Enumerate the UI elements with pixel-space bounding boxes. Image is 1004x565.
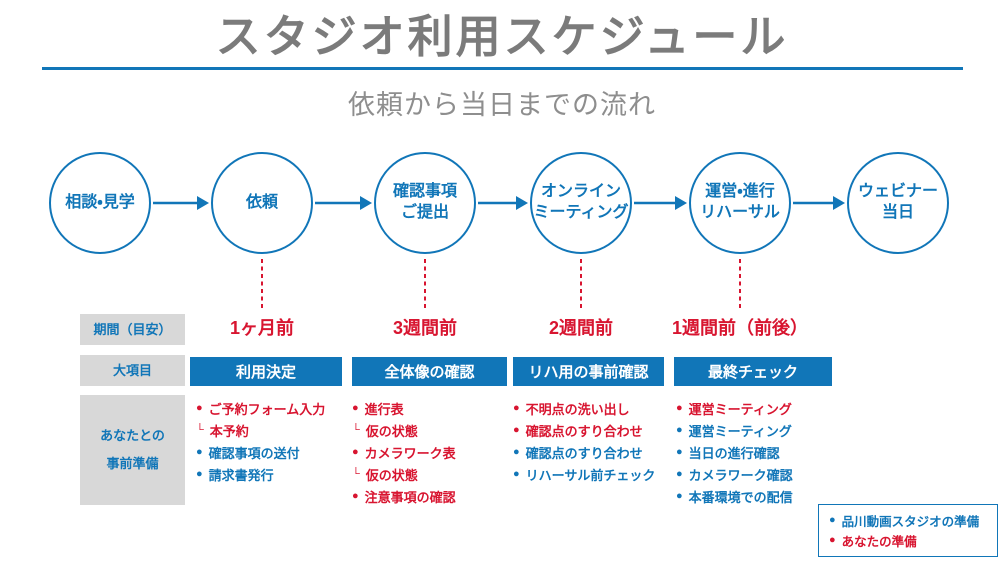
prep-item-text: ご予約フォーム入力 bbox=[208, 401, 326, 417]
flow-arrow-3 bbox=[478, 196, 528, 210]
prep-item-text: 仮の状態 bbox=[365, 467, 418, 483]
prep-item-text: 運営ミーティング bbox=[688, 423, 792, 439]
flow-step-label: 運営・進行 リハーサル bbox=[700, 183, 780, 221]
bullet-icon: ● bbox=[676, 467, 683, 480]
prep-sub-item: └ 仮の状態 bbox=[352, 466, 456, 483]
column-header-final-check: 最終チェック bbox=[674, 357, 832, 386]
prep-item-text: 確認点のすり合わせ bbox=[525, 423, 643, 439]
prep-item-list-4: ● 運営ミーティング ● 運営ミーティング ● 当日の進行確認 ● カメラワーク確認 ●… bbox=[676, 400, 793, 510]
prep-item: ● 進行表 bbox=[352, 400, 456, 417]
prep-item-text: カメラワーク表 bbox=[364, 445, 456, 461]
timeline-label-1week: 1週間前（前後） bbox=[671, 318, 809, 338]
prep-item: ● 運営ミーティング bbox=[676, 400, 793, 417]
bullet-icon: ● bbox=[829, 534, 836, 546]
prep-item-text: 当日の進行確認 bbox=[688, 445, 780, 461]
bullet-icon: ● bbox=[513, 445, 520, 458]
flow-step-request: 依頼 bbox=[211, 152, 313, 254]
flow-arrow-1 bbox=[153, 196, 209, 210]
prep-item: ● 本番環境での配信 bbox=[676, 488, 793, 505]
timeline-label-2weeks: 2週間前 bbox=[548, 318, 614, 338]
prep-item-text: 確認点のすり合わせ bbox=[525, 445, 643, 461]
legend-item-studio: ● 品川動画スタジオの準備 bbox=[829, 512, 997, 530]
bullet-icon: ● bbox=[196, 467, 203, 480]
legend-item-text: 品川動画スタジオの準備 bbox=[841, 515, 980, 529]
bullet-icon: ● bbox=[676, 401, 683, 414]
prep-item: ● 運営ミーティング bbox=[676, 422, 793, 439]
prep-item-list-1: ● ご予約フォーム入力 └ 本予約 ● 確認事項の送付 ● 請求書発行 bbox=[196, 400, 325, 488]
column-header-rehearsal-precheck: リハ用の事前確認 bbox=[513, 357, 664, 386]
prep-item-text: 進行表 bbox=[364, 401, 404, 417]
prep-item: ● 不明点の洗い出し bbox=[513, 400, 655, 417]
row-label-your-preparation: あなたとの 事前準備 bbox=[80, 395, 185, 505]
flow-step-consultation: 相談・見学 bbox=[49, 152, 151, 254]
prep-item: ● リハーサル前チェック bbox=[513, 466, 656, 483]
flow-step-online-meeting: オンライン ミーティング bbox=[530, 152, 632, 254]
bullet-icon: ● bbox=[196, 401, 203, 414]
bullet-icon: ● bbox=[196, 445, 203, 458]
bullet-icon: ● bbox=[829, 514, 836, 526]
flow-step-label: 依頼 bbox=[245, 193, 278, 211]
bullet-icon: ● bbox=[352, 401, 359, 414]
legend-item-you: ● あなたの準備 bbox=[829, 532, 997, 550]
prep-item-text: 注意事項の確認 bbox=[364, 489, 456, 505]
page-subtitle: 依頼から当日までの流れ bbox=[348, 90, 656, 120]
bullet-icon: ● bbox=[513, 467, 520, 480]
prep-item: ● カメラワーク表 bbox=[352, 444, 456, 461]
timeline-label-1month: 1ヶ月前 bbox=[229, 318, 295, 338]
prep-sub-item: └ 仮の状態 bbox=[352, 422, 456, 439]
prep-item-text: 運営ミーティング bbox=[688, 401, 792, 417]
column-header-decision: 利用決定 bbox=[190, 357, 342, 386]
flow-arrow-5 bbox=[793, 196, 845, 210]
flow-step-rehearsal: 運営・進行 リハーサル bbox=[689, 152, 791, 254]
flow-step-webinar-day: ウェビナー 当日 bbox=[847, 152, 949, 254]
row-label-major-item: 大項目 bbox=[80, 355, 185, 386]
prep-item: ● ご予約フォーム入力 bbox=[196, 400, 326, 417]
bullet-icon: ● bbox=[352, 489, 359, 502]
flow-step-label: ウェビナー 当日 bbox=[857, 183, 938, 221]
sub-branch-icon: └ bbox=[352, 423, 360, 436]
bullet-icon: ● bbox=[513, 423, 520, 436]
prep-item: ● カメラワーク確認 bbox=[676, 466, 793, 483]
flow-step-label: オンライン ミーティング bbox=[533, 183, 629, 221]
row-label-period: 期間（目安） bbox=[80, 314, 185, 345]
prep-item-text: リハーサル前チェック bbox=[525, 467, 656, 483]
bullet-icon: ● bbox=[352, 445, 359, 458]
sub-branch-icon: └ bbox=[196, 423, 204, 436]
flow-step-label: 相談・見学 bbox=[65, 193, 135, 211]
prep-item-text: 不明点の洗い出し bbox=[525, 401, 630, 417]
prep-item-list-2: ● 進行表 └ 仮の状態 ● カメラワーク表 └ 仮の状態 ● 注意事項の確認 bbox=[352, 400, 456, 510]
bullet-icon: ● bbox=[513, 401, 520, 414]
timeline-label-3weeks: 3週間前 bbox=[392, 318, 458, 338]
prep-item-text: 仮の状態 bbox=[365, 423, 418, 439]
prep-item-text: カメラワーク確認 bbox=[688, 467, 793, 483]
column-header-overview-check: 全体像の確認 bbox=[352, 357, 507, 386]
page-title: スタジオ利用スケジュール bbox=[215, 11, 789, 62]
prep-item-text: 本予約 bbox=[209, 423, 249, 439]
prep-item: ● 確認点のすり合わせ bbox=[513, 444, 655, 461]
prep-item-text: 請求書発行 bbox=[208, 467, 274, 483]
prep-item: ● 確認点のすり合わせ bbox=[513, 422, 655, 439]
bullet-icon: ● bbox=[676, 489, 683, 502]
prep-item: ● 注意事項の確認 bbox=[352, 488, 456, 505]
prep-item: ● 当日の進行確認 bbox=[676, 444, 793, 461]
prep-item-list-3: ● 不明点の洗い出し ● 確認点のすり合わせ ● 確認点のすり合わせ ● リハーサル前チ… bbox=[513, 400, 655, 488]
prep-item-text: 本番環境での配信 bbox=[688, 489, 793, 505]
prep-sub-item: └ 本予約 bbox=[196, 422, 325, 439]
sub-branch-icon: └ bbox=[352, 467, 360, 480]
title-divider bbox=[42, 67, 963, 70]
legend-item-text: あなたの準備 bbox=[841, 535, 917, 549]
flow-arrow-2 bbox=[315, 196, 372, 210]
prep-item: ● 請求書発行 bbox=[196, 466, 325, 483]
flow-step-label: 確認事項 ご提出 bbox=[392, 183, 457, 221]
flow-arrow-4 bbox=[634, 196, 687, 210]
bullet-icon: ● bbox=[676, 423, 683, 436]
prep-item-text: 確認事項の送付 bbox=[208, 445, 300, 461]
prep-item: ● 確認事項の送付 bbox=[196, 444, 325, 461]
legend-box: ● 品川動画スタジオの準備 ● あなたの準備 bbox=[818, 504, 998, 557]
flow-step-confirmation-submit: 確認事項 ご提出 bbox=[374, 152, 476, 254]
bullet-icon: ● bbox=[676, 445, 683, 458]
